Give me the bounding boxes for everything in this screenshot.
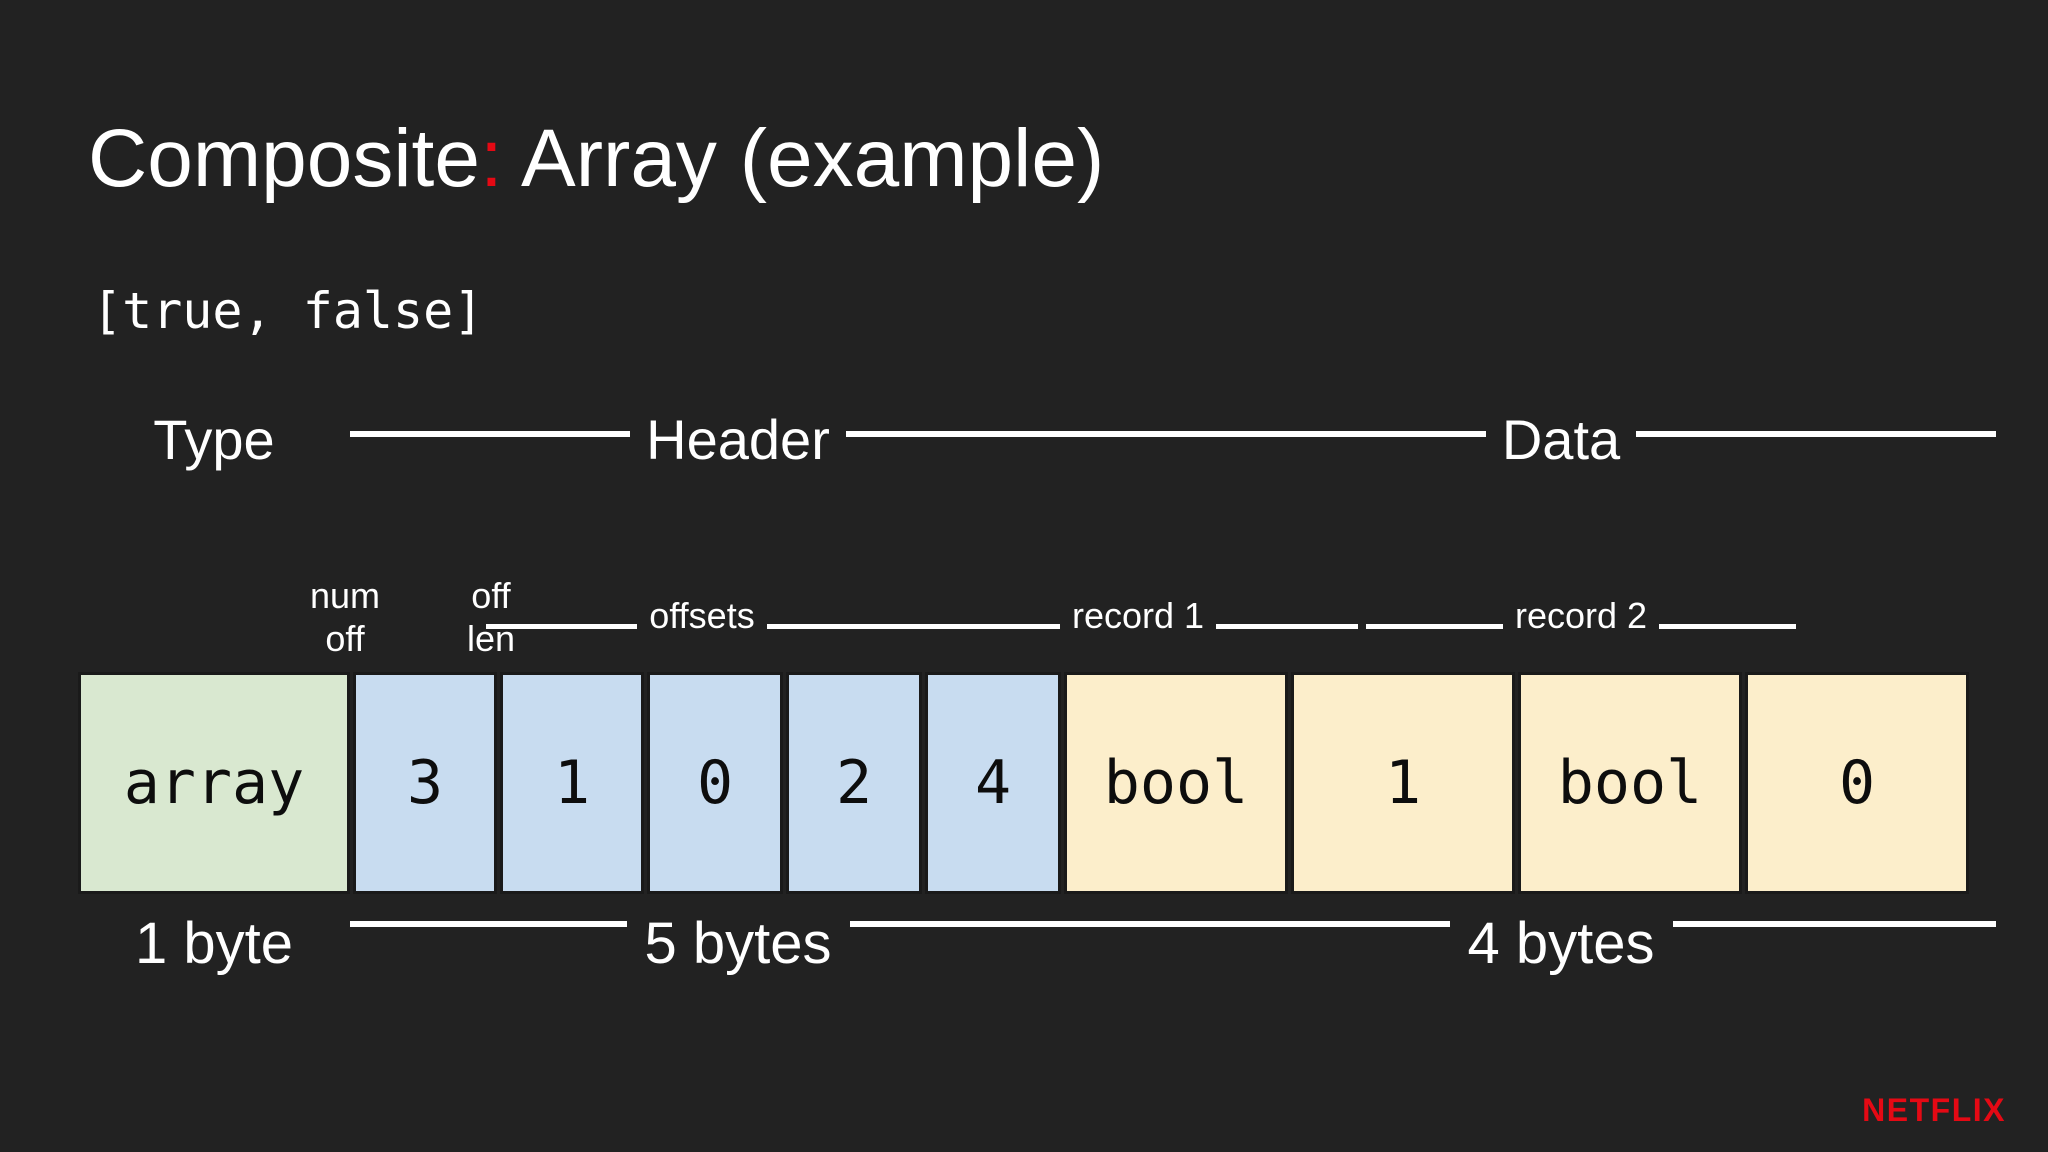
cell-record1-value[interactable]: 1 (1291, 672, 1515, 894)
section-label-band: Type Header Data (78, 406, 1997, 478)
cell-type-array[interactable]: array (78, 672, 350, 894)
section-header: Header (350, 406, 1127, 478)
byte-layout-row: array 3 1 0 2 4 bool 1 bool 0 (78, 672, 1969, 894)
sublabel-record-1: record 1 (918, 540, 1359, 660)
bytes-data-label: 4 bytes (1467, 911, 1655, 976)
cell-off-len[interactable]: 1 (500, 672, 644, 894)
section-rule-right-b (1636, 431, 1997, 437)
sublabel-record2-rule-left (1366, 623, 1503, 629)
cell-offset-0[interactable]: 0 (647, 672, 783, 894)
page-title: Composite: Array (example) (88, 118, 1104, 200)
sublabel-record1-text: record 1 (1071, 595, 1205, 636)
sublabel-offsets-rule-right (766, 623, 918, 629)
section-rule-mid (845, 431, 1127, 437)
netflix-logo: NETFLIX (1862, 1092, 2006, 1128)
section-header-label: Header (646, 408, 830, 471)
sublabel-offsets-text: offsets (649, 595, 755, 636)
page-title-suffix: Array (example) (502, 113, 1105, 204)
bytes-data-rule-left (1126, 921, 1450, 927)
byte-count-band: 1 byte 5 bytes 4 bytes (78, 906, 1996, 982)
cell-num-off[interactable]: 3 (353, 672, 497, 894)
section-type: Type (78, 406, 350, 478)
bytes-data-rule-right (1672, 921, 1996, 927)
sublabel-record2-rule-right (1659, 623, 1797, 629)
cell-record1-type[interactable]: bool (1064, 672, 1288, 894)
sublabel-num-off-line1: num (309, 575, 381, 617)
bytes-header-rule-left (350, 921, 627, 927)
sublabel-offsets-rule-left (486, 623, 638, 629)
section-rule-left (350, 431, 631, 437)
code-literal: [true, false] (92, 282, 484, 340)
bytes-type: 1 byte (78, 906, 350, 982)
sublabel-num-off-line2: off (325, 617, 365, 659)
section-data: Data (1126, 406, 1997, 478)
bytes-header-label: 5 bytes (644, 911, 832, 976)
bytes-type-label: 1 byte (135, 911, 293, 976)
cell-offset-2[interactable]: 4 (925, 672, 1061, 894)
sublabel-record1-rule-left (918, 623, 1060, 629)
bytes-data: 4 bytes (1126, 906, 1996, 982)
cell-record2-type[interactable]: bool (1518, 672, 1742, 894)
page-title-colon: : (479, 113, 503, 204)
sublabel-off-len-line1: off (471, 575, 511, 617)
sublabel-record1-rule-right (1216, 623, 1359, 629)
sublabel-band: num off off len offsets record 1 record … (78, 540, 1996, 660)
cell-offset-1[interactable]: 2 (786, 672, 922, 894)
sublabel-record2-text: record 2 (1514, 595, 1648, 636)
sublabel-record-2: record 2 (1366, 540, 1797, 660)
section-rule-right-a (1126, 431, 1486, 437)
bytes-header: 5 bytes (350, 906, 1126, 982)
sublabel-num-off: num off (270, 540, 420, 660)
page-title-prefix: Composite (88, 113, 480, 204)
sublabel-offsets: offsets (486, 540, 918, 660)
bytes-header-rule-right (849, 921, 1126, 927)
section-type-label: Type (153, 408, 275, 471)
cell-record2-value[interactable]: 0 (1745, 672, 1969, 894)
section-data-label: Data (1501, 408, 1621, 471)
